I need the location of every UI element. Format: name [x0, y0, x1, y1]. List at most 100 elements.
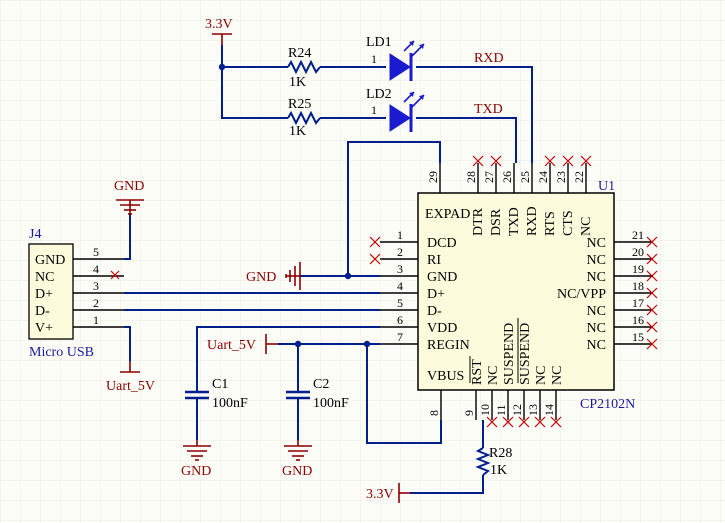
j4-pin-name: V+ [35, 321, 53, 336]
u1-cp2102n[interactable]: U1 CP2102N 1DCD2RI3GND4D+5D-6VDD7REGIN21… [369, 155, 658, 428]
no-connect-marker [369, 236, 381, 248]
u1-pin-number: 12 [510, 404, 524, 416]
u1-pin-name: REGIN [427, 338, 470, 353]
j4-pin-name: D- [35, 304, 50, 319]
wire-r28-33v[interactable] [410, 475, 484, 494]
wire-j4-vplus[interactable] [124, 326, 131, 361]
junction-dot [218, 63, 226, 71]
u1-pin-number: 22 [572, 171, 586, 183]
u1-pin-number: 4 [397, 279, 403, 293]
no-connect-marker [646, 338, 658, 350]
no-connect-marker [646, 270, 658, 282]
u1-pin-name: NC [587, 338, 606, 353]
wire-txd[interactable] [416, 117, 517, 163]
r28-resistor[interactable]: R28 1K [475, 446, 512, 478]
u1-pin-name: TXD [507, 207, 522, 236]
r25-designator: R25 [288, 97, 311, 112]
j4-pin-number: 2 [93, 296, 99, 310]
power-port-gnd-c2[interactable]: GND [282, 440, 312, 479]
power-port-uart5v-j4[interactable]: Uart_5V [106, 361, 155, 394]
no-connect-marker [646, 287, 658, 299]
j4-pin-number: 3 [93, 279, 99, 293]
power-label-gnd: GND [246, 270, 276, 285]
u1-pin-name: NC [534, 366, 549, 385]
u1-pin-name: DSR [489, 208, 504, 236]
wire-j4-gnd[interactable] [124, 214, 131, 260]
u1-pin-name: D+ [427, 287, 445, 302]
ld2-designator: LD2 [366, 87, 392, 102]
power-port-3v3-bottom[interactable]: 3.3V [366, 483, 410, 503]
u1-pin-number: 16 [632, 313, 644, 327]
j4-pin-name: GND [35, 253, 65, 268]
u1-pin-number: 17 [632, 296, 644, 310]
power-label-gnd: GND [114, 179, 144, 194]
u1-pin-name: D- [427, 304, 442, 319]
u1-pin-name: RST [470, 359, 485, 385]
r25-resistor[interactable]: R25 1K [276, 97, 336, 139]
j4-pin-name: D+ [35, 287, 53, 302]
wire-vbus-loop[interactable] [366, 344, 442, 444]
u1-pin-name: RXD [525, 206, 540, 236]
u1-pins: 1DCD2RI3GND4D+5D-6VDD7REGIN21NC20NC19NC1… [369, 155, 658, 428]
power-port-gnd-u1[interactable]: GND [246, 262, 301, 290]
no-connect-marker [490, 155, 502, 167]
r24-resistor[interactable]: R24 1K [276, 46, 336, 90]
u1-pin-number: 20 [632, 245, 644, 259]
u1-pin-number: 9 [462, 410, 476, 416]
u1-pin-name: NC [579, 217, 594, 236]
no-connect-marker [486, 416, 498, 428]
no-connect-marker [646, 236, 658, 248]
u1-pin-number: 1 [397, 228, 403, 242]
r28-value: 1K [490, 463, 507, 478]
c1-value: 100nF [212, 396, 248, 411]
power-label-gnd: GND [181, 464, 211, 479]
ld2-triangle [389, 104, 411, 132]
u1-pin-name: NC [587, 236, 606, 251]
u1-pin-name: SUSPEND [502, 323, 517, 385]
power-port-gnd-c1[interactable]: GND [181, 440, 211, 479]
power-label-3v3: 3.3V [366, 487, 394, 502]
no-connect-marker [502, 416, 514, 428]
power-port-uart5v-regin[interactable]: Uart_5V [207, 334, 278, 354]
c2-capacitor[interactable]: C2 100nF [286, 377, 349, 440]
u1-pin-number: 8 [427, 410, 441, 416]
r25-value: 1K [289, 124, 306, 139]
power-label-3v3: 3.3V [205, 17, 233, 32]
wire-rxd[interactable] [416, 66, 533, 163]
junction-dot [344, 272, 352, 280]
u1-pin-name: RI [427, 253, 441, 268]
j4-pin-number: 5 [93, 245, 99, 259]
no-connect-marker [472, 155, 484, 167]
r24-value: 1K [289, 75, 306, 90]
u1-pin-number: 24 [536, 171, 550, 183]
u1-pin-name: NC [587, 321, 606, 336]
u1-pin-name: VDD [427, 321, 457, 336]
j4-designator: J4 [29, 227, 41, 242]
junction-dot [294, 340, 302, 348]
wire-vdd[interactable] [196, 326, 380, 380]
u1-pin-number: 5 [397, 296, 403, 310]
power-port-gnd-j4[interactable]: GND [114, 179, 144, 215]
ld1-led[interactable]: LD1 1 [366, 35, 425, 81]
u1-pin-number: 14 [542, 404, 556, 416]
power-port-3v3-top[interactable]: 3.3V [205, 17, 233, 45]
no-connect-marker [110, 270, 120, 280]
u1-pin-number: 23 [554, 171, 568, 183]
j4-part-name: Micro USB [29, 345, 94, 360]
c1-designator: C1 [212, 377, 228, 392]
no-connect-marker [580, 155, 592, 167]
u1-pin-number: 25 [518, 171, 532, 183]
u1-pin-name: NC [550, 366, 565, 385]
ld1-designator: LD1 [366, 35, 392, 50]
u1-pin-number: 2 [397, 245, 403, 259]
j4-body [28, 243, 74, 340]
ld2-led[interactable]: LD2 1 [366, 87, 425, 132]
u1-designator: U1 [598, 179, 615, 194]
c1-capacitor[interactable]: C1 100nF [185, 377, 248, 440]
u1-pin-name: DTR [471, 207, 486, 236]
u1-pin-number: 19 [632, 262, 644, 276]
